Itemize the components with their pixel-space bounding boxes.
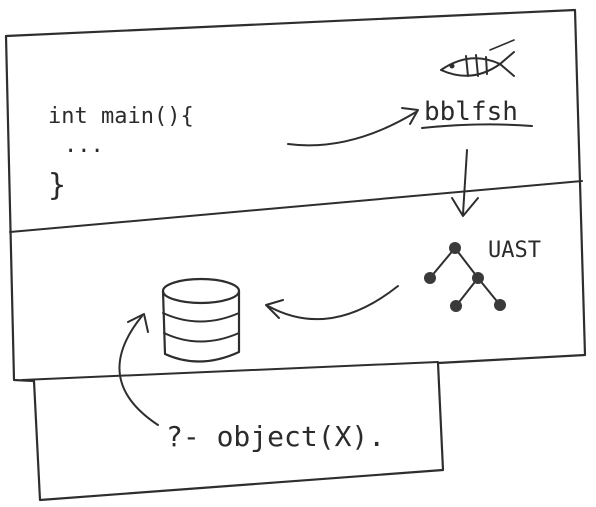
code-line-1: int main(){ — [48, 104, 194, 129]
arrow-head — [127, 313, 149, 333]
query-text: ?- object(X). — [166, 420, 385, 453]
arrow-code-to-parser — [287, 111, 417, 147]
database-icon — [161, 277, 241, 363]
arrow-query-to-db — [118, 315, 159, 426]
panel-divider-2 — [21, 361, 439, 381]
parser-label: bblfsh — [424, 97, 518, 127]
code-line-3: } — [48, 168, 66, 203]
arrow-parser-to-tree — [451, 149, 479, 217]
tree-label: UAST — [488, 238, 541, 263]
arrow-tree-to-db — [267, 285, 399, 321]
fish-icon — [440, 39, 515, 77]
outer-frame — [4, 8, 587, 502]
arrow-head — [265, 299, 284, 319]
code-line-2: ... — [64, 133, 104, 158]
tree-icon — [424, 242, 506, 312]
arrow-head — [401, 107, 419, 125]
parser-underline — [421, 123, 533, 129]
panel-divider-1 — [9, 180, 583, 233]
